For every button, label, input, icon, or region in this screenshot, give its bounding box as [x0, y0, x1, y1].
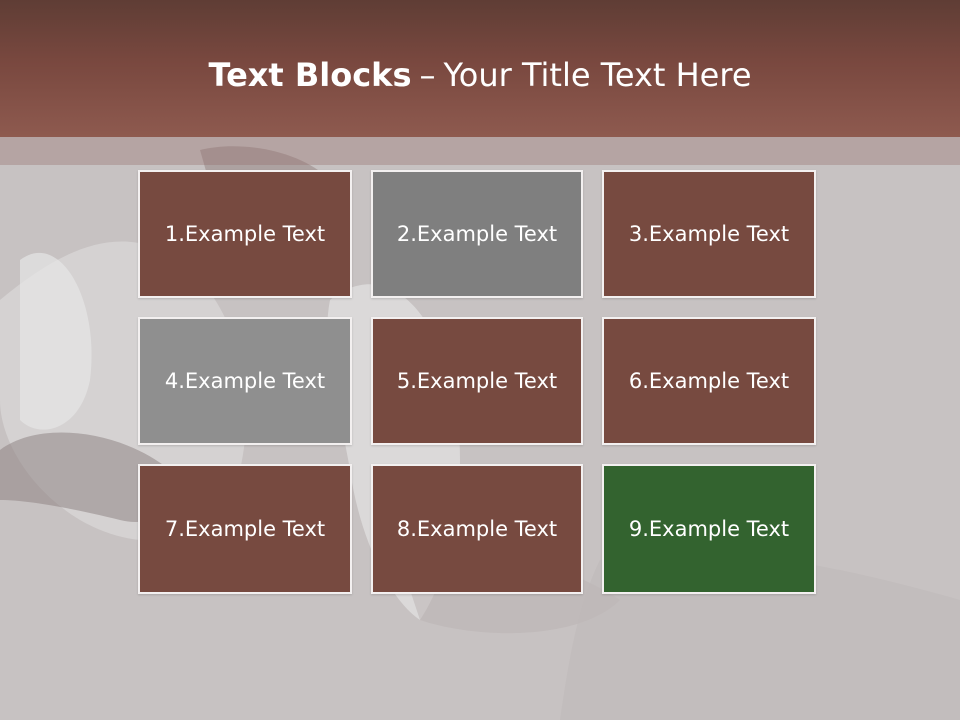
title-bar — [0, 0, 960, 137]
text-block-7[interactable]: 7.Example Text — [138, 464, 352, 594]
text-blocks-grid: 1.Example Text 2.Example Text 3.Example … — [138, 170, 816, 594]
slide-title-bold: Text Blocks — [208, 56, 412, 94]
text-block-1[interactable]: 1.Example Text — [138, 170, 352, 298]
text-block-8[interactable]: 8.Example Text — [371, 464, 583, 594]
text-block-4[interactable]: 4.Example Text — [138, 317, 352, 445]
slide-title-separator: – — [419, 56, 436, 94]
text-block-2[interactable]: 2.Example Text — [371, 170, 583, 298]
text-block-3[interactable]: 3.Example Text — [602, 170, 816, 298]
title-strip — [0, 137, 960, 165]
slide-title: Text Blocks–Your Title Text Here — [0, 52, 960, 98]
slide-title-rest: Your Title Text Here — [443, 56, 752, 94]
text-block-9[interactable]: 9.Example Text — [602, 464, 816, 594]
text-block-6[interactable]: 6.Example Text — [602, 317, 816, 445]
text-block-5[interactable]: 5.Example Text — [371, 317, 583, 445]
